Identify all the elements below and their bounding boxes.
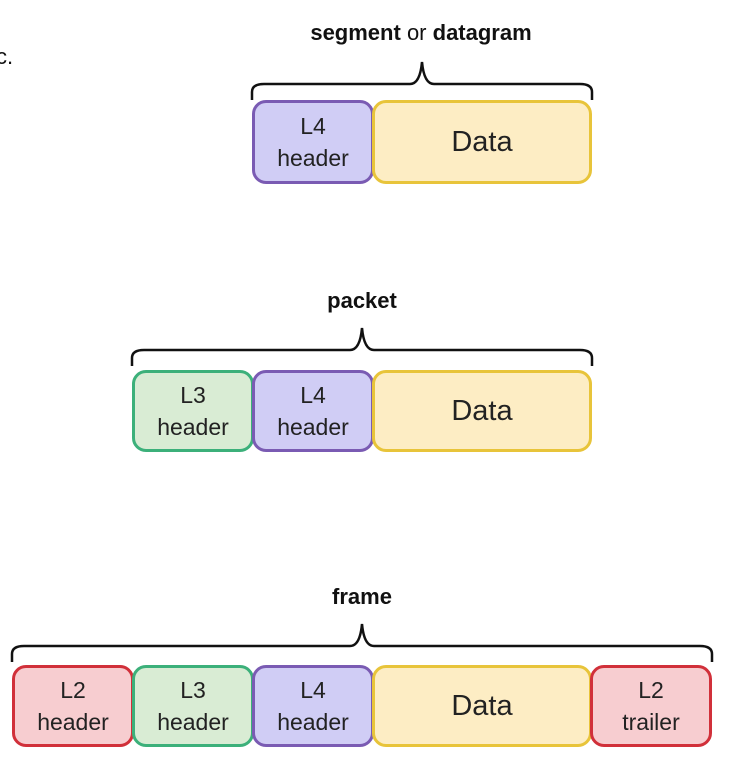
- segment-data: Data: [372, 100, 592, 184]
- frame-data-label: Data: [451, 690, 513, 722]
- datagram-label: datagram: [432, 20, 532, 45]
- frame-l3-label: L3 header: [157, 677, 229, 735]
- frame-l4-header: L4 header: [252, 665, 374, 747]
- segment-data-label: Data: [451, 126, 513, 158]
- packet-bracket: [130, 327, 594, 366]
- segment-title: segment or datagram: [310, 20, 531, 46]
- packet-l4-header: L4 header: [252, 370, 374, 452]
- frame-title: frame: [332, 584, 392, 609]
- packet-data-label: Data: [451, 395, 513, 427]
- segment-bracket: [250, 61, 594, 100]
- frame-data: Data: [372, 665, 592, 747]
- packet-l3-header: L3 header: [132, 370, 254, 452]
- packet-title: packet: [327, 288, 397, 313]
- stray-text: c.: [0, 44, 14, 69]
- frame-l2-trailer-label: L2 trailer: [622, 677, 680, 735]
- frame-l2-header-label: L2 header: [37, 677, 109, 735]
- packet-l4-label: L4 header: [277, 382, 349, 440]
- segment-l4-header: L4 header: [252, 100, 374, 184]
- segment-l4-label: L4 header: [277, 113, 349, 171]
- segment-label: segment: [310, 20, 401, 45]
- frame-l4-label: L4 header: [277, 677, 349, 735]
- packet-data: Data: [372, 370, 592, 452]
- packet-l3-label: L3 header: [157, 382, 229, 440]
- or-label: or: [406, 20, 427, 45]
- frame-l2-trailer: L2 trailer: [590, 665, 712, 747]
- frame-l3-header: L3 header: [132, 665, 254, 747]
- frame-l2-header: L2 header: [12, 665, 134, 747]
- frame-bracket: [10, 623, 714, 662]
